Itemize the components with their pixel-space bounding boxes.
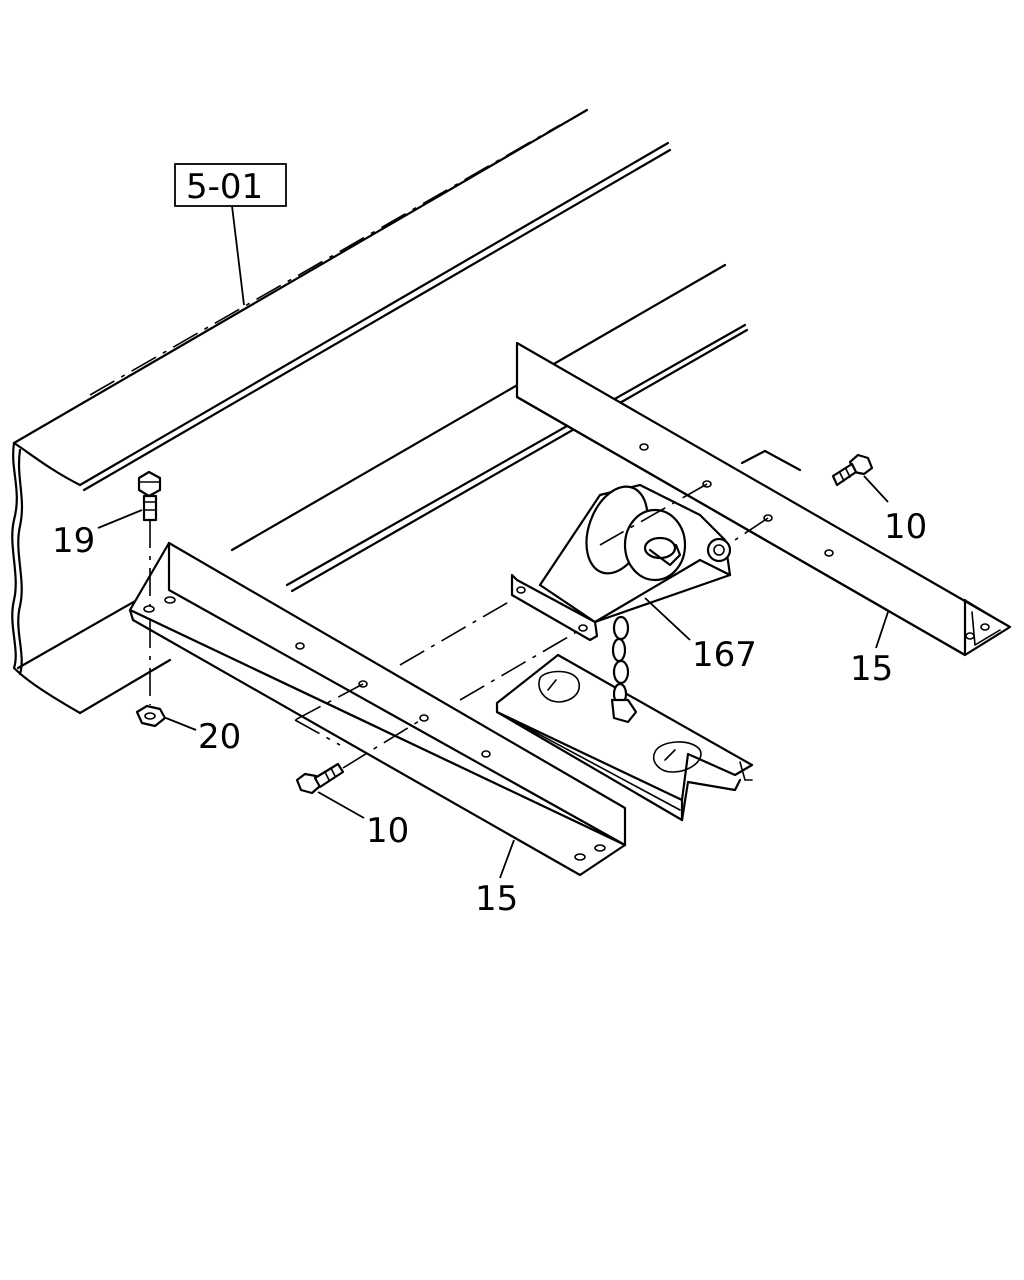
callout-20: 20 [198, 717, 241, 757]
nut [135, 704, 167, 728]
callout-19: 19 [52, 521, 95, 561]
spare-tire-carrier [510, 483, 732, 724]
callout-10-right: 10 [884, 507, 927, 547]
reference-label: 5-01 [174, 163, 287, 306]
fasteners [135, 453, 874, 795]
bracket-left [128, 541, 627, 877]
callout-15-right: 15 [850, 649, 893, 689]
bolt-right [831, 453, 874, 487]
bolt-vertical [137, 470, 162, 522]
callout-10-left: 10 [366, 811, 409, 851]
reference-text: 5-01 [186, 167, 263, 207]
chain [610, 615, 638, 724]
reference-box [174, 163, 287, 207]
cross-member [495, 653, 754, 822]
bracket-right [515, 341, 1012, 657]
callout-15-left: 15 [475, 879, 518, 919]
callout-labels: 19 20 10 10 15 15 167 [52, 507, 927, 919]
bolt-left [295, 762, 345, 795]
callout-leaders [97, 475, 889, 879]
frame-rail [11, 108, 749, 715]
callout-167: 167 [692, 635, 757, 675]
